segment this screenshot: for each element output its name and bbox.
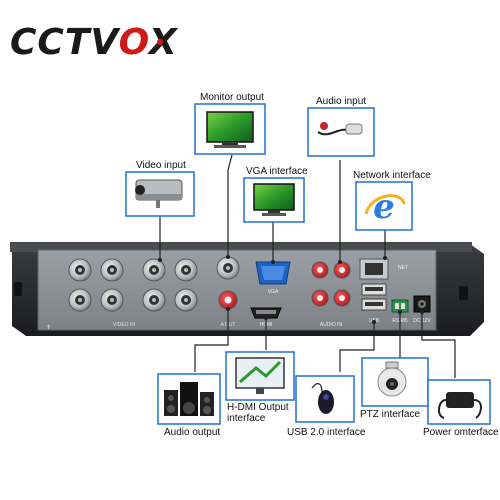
- hdmi-output-label: H-DMI Output interface: [227, 402, 289, 424]
- monitor-icon: [206, 111, 254, 143]
- dc-power-connector: [413, 295, 431, 313]
- audio-output-box: [157, 373, 221, 425]
- speaker-icon: [164, 382, 214, 416]
- audio-input-connectors: [311, 261, 351, 307]
- video-input-connectors: [68, 258, 198, 312]
- vga-label: VGA: [268, 289, 279, 295]
- side-vent: [14, 282, 22, 296]
- audio-input-box: [307, 107, 375, 157]
- audio-output-label: Audio output: [164, 427, 221, 438]
- rs485-connector: [391, 299, 409, 313]
- power-interface-box: [427, 379, 491, 425]
- audio-in-label: AUDIO IN: [320, 322, 343, 328]
- brand-logo-text: CCTVOX: [10, 22, 179, 63]
- usb-interface-label: USB 2.0 interface: [287, 427, 366, 438]
- camera-icon: [135, 179, 183, 208]
- svg-text:e: e: [373, 187, 395, 227]
- vga-interface-box: [243, 177, 305, 223]
- power-adapter-icon: [438, 392, 482, 419]
- ptz-camera-icon: [377, 361, 407, 397]
- usb-interface-box: [295, 375, 355, 423]
- network-interface-label: Network interface: [353, 170, 431, 181]
- video-in-label: VIDEO IN: [113, 322, 135, 328]
- monitor-output-box: [194, 103, 266, 155]
- video-input-box: [125, 171, 195, 217]
- monitor-output-connector: [216, 256, 240, 280]
- internet-explorer-icon: e: [364, 187, 406, 227]
- net-label: NET: [398, 265, 408, 271]
- vga-connector: [255, 261, 291, 285]
- callout-lines: [159, 154, 456, 378]
- monitor-output-label: Monitor output: [200, 92, 264, 103]
- audio-input-label: Audio input: [316, 96, 367, 107]
- vga-interface-label: VGA interface: [246, 166, 308, 177]
- callout-dots: [158, 255, 424, 324]
- ptz-interface-box: [361, 357, 429, 407]
- audio-output-connector: [218, 290, 238, 310]
- mouse-icon: [311, 383, 334, 414]
- usb-connectors: [361, 283, 387, 311]
- brand-logo: CCTVOX: [10, 22, 179, 63]
- video-input-label: Video input: [136, 160, 186, 171]
- hdmi-connector: [250, 307, 282, 319]
- side-vent-right: [459, 286, 468, 300]
- microphone-icon: [317, 122, 363, 136]
- svg-text:✝: ✝: [46, 324, 51, 331]
- hdmi-output-box: [225, 351, 295, 401]
- power-interface-label: Power omterface: [423, 427, 499, 438]
- ptz-interface-label: PTZ interface: [360, 409, 421, 420]
- network-interface-box: e: [355, 181, 413, 231]
- network-connector: [359, 258, 389, 280]
- logo-accent: [157, 39, 163, 45]
